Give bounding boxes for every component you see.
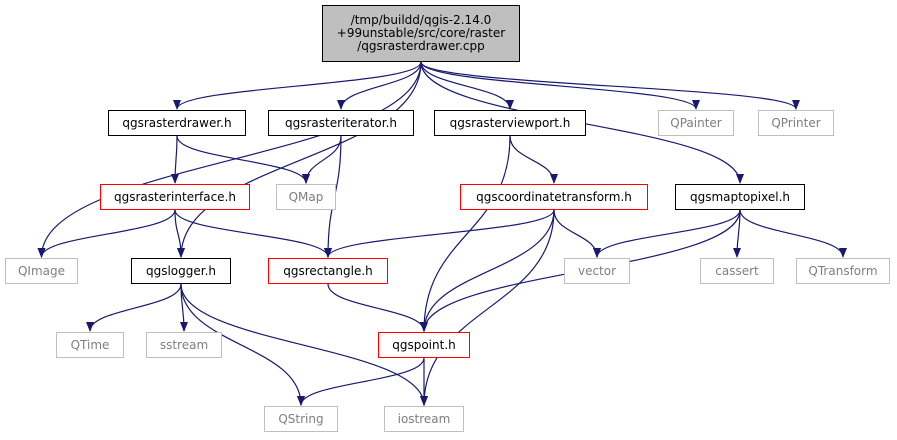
- node-qpainter: QPainter: [658, 110, 734, 136]
- node-iostream: iostream: [384, 406, 464, 432]
- edge-maptopixel_h-to-vector: [593, 209, 741, 258]
- edge-iterator_h-to-qmap: [302, 135, 342, 184]
- node-label: QMap: [288, 189, 324, 204]
- edge-main-to-qprinter: [420, 61, 800, 110]
- edge-rectangle_h-to-point_h: [327, 283, 428, 332]
- node-qimage: QImage: [5, 258, 78, 284]
- node-label: QTime: [70, 337, 110, 352]
- edge-main-to-qimage: [37, 61, 422, 258]
- node-qmap: QMap: [276, 184, 336, 210]
- node-qgscoordinatetransform-h[interactable]: qgscoordinatetransform.h: [460, 184, 648, 210]
- edge-viewport_h-to-point_h: [420, 135, 511, 332]
- node-qgsmaptopixel-h[interactable]: qgsmaptopixel.h: [675, 184, 805, 210]
- edge-main-to-qpainter: [420, 61, 700, 110]
- edge-main-to-iterator_h: [337, 61, 422, 110]
- edge-ctransform_h-to-iostream: [420, 209, 555, 406]
- node-qgspoint-h[interactable]: qgspoint.h: [378, 332, 470, 358]
- edge-drawer_h-to-qmap: [176, 135, 310, 184]
- edge-viewport_h-to-ctransform_h: [509, 135, 558, 184]
- edge-main-to-viewport_h: [420, 61, 514, 110]
- edge-maptopixel_h-to-cassert: [733, 209, 742, 258]
- node-label: qgspoint.h: [392, 337, 456, 352]
- node-main-label: /tmp/buildd/qgis-2.14.0 +99unstable/src/…: [336, 13, 506, 53]
- node-qgsrasteriterator-h[interactable]: qgsrasteriterator.h: [268, 110, 414, 136]
- node-label: QImage: [17, 263, 66, 278]
- node-sstream: sstream: [146, 332, 222, 358]
- edge-drawer_h-to-interface_h: [171, 135, 180, 184]
- edge-ctransform_h-to-point_h: [420, 209, 555, 332]
- edge-interface_h-to-qimage: [37, 209, 176, 258]
- node-label: qgsrasterinterface.h: [114, 189, 236, 204]
- node-label: qgslogger.h: [145, 263, 217, 278]
- edge-logger_h-to-iostream: [180, 283, 428, 406]
- edge-maptopixel_h-to-qtransform: [739, 209, 847, 258]
- node-vector: vector: [564, 258, 630, 284]
- node-label: vector: [577, 263, 617, 278]
- node-label: qgsrasterviewport.h: [449, 115, 571, 130]
- node-label: qgsrasterdrawer.h: [122, 115, 232, 130]
- edge-logger_h-to-qtime: [86, 283, 182, 332]
- node-label: qgsrasteriterator.h: [284, 115, 398, 130]
- edge-ctransform_h-to-rectangle_h: [324, 209, 555, 258]
- node-qgsrasterinterface-h[interactable]: qgsrasterinterface.h: [100, 184, 250, 210]
- node-label: sstream: [159, 337, 209, 352]
- node-label: QPainter: [670, 115, 722, 130]
- node-label: QString: [278, 411, 324, 426]
- edge-logger_h-to-qstring: [180, 283, 305, 406]
- node-cassert: cassert: [700, 258, 774, 284]
- node-label: qgscoordinatetransform.h: [476, 189, 632, 204]
- node-qtransform: QTransform: [796, 258, 890, 284]
- node-qtime: QTime: [56, 332, 124, 358]
- edge-interface_h-to-logger_h: [174, 209, 185, 258]
- node-qgsrasterviewport-h[interactable]: qgsrasterviewport.h: [434, 110, 586, 136]
- node-qstring: QString: [264, 406, 338, 432]
- edge-main-to-drawer_h: [173, 61, 422, 110]
- node-label: cassert: [715, 263, 759, 278]
- node-label: iostream: [397, 411, 451, 426]
- node-main-source-file[interactable]: /tmp/buildd/qgis-2.14.0 +99unstable/src/…: [322, 5, 520, 62]
- node-qgsrasterdrawer-h[interactable]: qgsrasterdrawer.h: [108, 110, 246, 136]
- node-label: QPrinter: [771, 115, 821, 130]
- edge-interface_h-to-rectangle_h: [174, 209, 332, 258]
- node-label: qgsrectangle.h: [283, 263, 373, 278]
- edge-point_h-to-qstring: [297, 357, 425, 406]
- node-qprinter: QPrinter: [758, 110, 834, 136]
- node-qgslogger-h[interactable]: qgslogger.h: [131, 258, 231, 284]
- node-label: QTransform: [808, 263, 878, 278]
- node-label: qgsmaptopixel.h: [689, 189, 790, 204]
- edge-ctransform_h-to-vector: [553, 209, 601, 258]
- node-qgsrectangle-h[interactable]: qgsrectangle.h: [268, 258, 388, 284]
